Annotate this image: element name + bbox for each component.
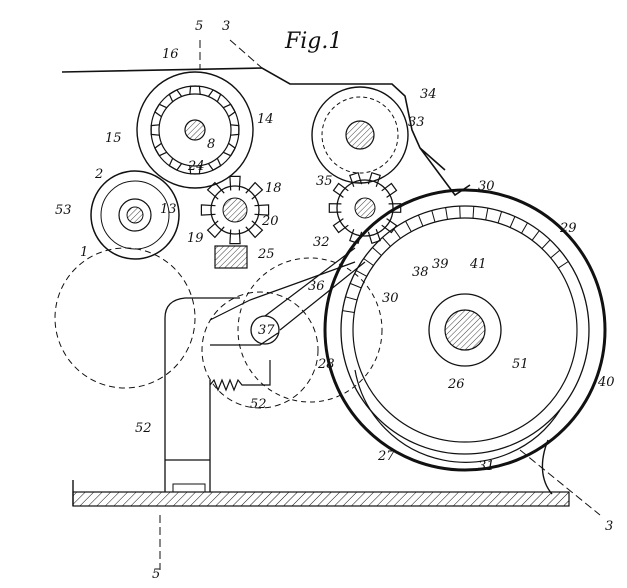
drum-assembly [323,188,607,472]
section-line-5 [159,40,201,570]
section-line-3 [229,39,601,516]
link-36 [264,247,366,331]
label-32: 32 [313,235,330,250]
label-40: 40 [597,375,615,390]
label-37: 37 [258,323,275,338]
section-mark-top-5: 5 [195,19,203,34]
label-28: 28 [317,357,335,372]
label-27: 27 [377,449,395,464]
label-52-right: 52 [250,397,267,412]
label-20: 20 [261,214,279,229]
label-34: 34 [420,87,437,102]
roll-52-left [54,247,196,389]
section-mark-top-3: 3 [222,19,230,34]
label-29: 29 [559,221,577,236]
label-1: 1 [80,245,88,260]
label-13: 13 [160,202,177,217]
label-53: 53 [55,203,72,218]
label-19: 19 [187,231,204,246]
section-mark-bottom-3: 3 [605,519,613,534]
pinion-18 [210,185,260,235]
label-25: 25 [257,247,275,262]
label-14: 14 [257,112,274,127]
gear-35 [336,179,394,237]
label-15: 15 [105,131,122,146]
label-18: 18 [265,181,282,196]
label-33: 33 [408,115,425,130]
label-26: 26 [447,377,465,392]
roll-52-right [201,291,319,409]
label-39: 39 [432,257,449,272]
lever-arm [209,261,356,346]
label-35: 35 [316,174,333,189]
label-30-top: 30 [478,179,495,194]
block-25 [214,245,248,269]
base-plate [72,491,570,507]
label-52-left: 52 [135,421,152,436]
roll-outline [237,257,383,403]
spring [209,360,271,392]
label-16: 16 [162,47,179,62]
figure-title: Fig.1 [284,29,342,54]
label-38: 38 [412,265,429,280]
section-mark-bottom-5: 5 [152,567,160,582]
label-36: 36 [308,279,325,294]
label-31: 31 [478,459,495,474]
pinion-18-teeth [200,175,270,245]
drum-segment-ring [342,206,569,313]
frame-top-edge [61,67,471,197]
label-51: 51 [512,357,529,372]
label-8: 8 [207,137,215,152]
post-foot [172,483,206,493]
label-30-mid: 30 [382,291,399,306]
label-2: 2 [94,167,103,182]
gear-16-teeth [150,85,240,175]
support-post [164,297,240,492]
frame-right-edge [541,439,553,495]
gear-33 [311,86,409,184]
roller-2 [90,170,180,260]
label-41: 41 [469,257,487,272]
